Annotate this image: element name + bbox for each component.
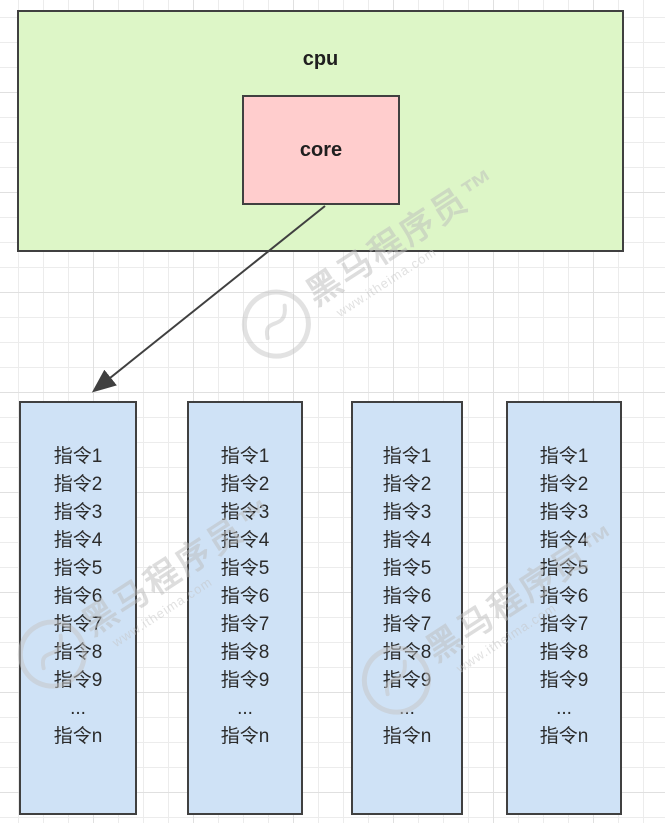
instruction-item: 指令5 <box>382 558 432 579</box>
instruction-item: 指令n <box>539 726 589 747</box>
instruction-item: 指令1 <box>382 446 432 467</box>
instruction-item: 指令7 <box>53 614 103 635</box>
watermark-logo-icon <box>241 289 311 359</box>
instruction-item: ... <box>399 698 415 719</box>
instruction-item: ... <box>70 698 86 719</box>
instruction-item: 指令4 <box>539 530 589 551</box>
instruction-item: 指令6 <box>220 586 270 607</box>
instruction-item: 指令1 <box>539 446 589 467</box>
instruction-item: 指令7 <box>539 614 589 635</box>
instruction-item: 指令4 <box>53 530 103 551</box>
instruction-item: 指令3 <box>53 502 103 523</box>
instruction-item: 指令5 <box>539 558 589 579</box>
instruction-item: 指令8 <box>220 642 270 663</box>
instruction-item: 指令9 <box>53 670 103 691</box>
instruction-item: 指令4 <box>220 530 270 551</box>
cpu-label: cpu <box>302 48 339 70</box>
instruction-item: 指令3 <box>382 502 432 523</box>
instruction-item: 指令8 <box>53 642 103 663</box>
instruction-item: 指令2 <box>382 474 432 495</box>
instruction-item: 指令9 <box>220 670 270 691</box>
instruction-item: 指令5 <box>53 558 103 579</box>
instruction-item: 指令n <box>220 726 270 747</box>
instruction-item: 指令3 <box>220 502 270 523</box>
instruction-item: 指令9 <box>382 670 432 691</box>
instruction-item: 指令1 <box>53 446 103 467</box>
instruction-item: 指令2 <box>53 474 103 495</box>
instruction-item: 指令2 <box>220 474 270 495</box>
instruction-column-3: 指令1 指令2 指令3 指令4 指令5 指令6 指令7 指令8 指令9... 指令n <box>351 401 463 815</box>
core-box: core <box>242 95 400 205</box>
instruction-column-4: 指令1 指令2 指令3 指令4 指令5 指令6 指令7 指令8 指令9... 指令n <box>506 401 622 815</box>
instruction-column-1: 指令1 指令2 指令3 指令4 指令5 指令6 指令7 指令8 指令9... 指令n <box>19 401 137 815</box>
instruction-item: 指令7 <box>382 614 432 635</box>
instruction-item: 指令n <box>53 726 103 747</box>
instruction-item: 指令3 <box>539 502 589 523</box>
instruction-item: 指令4 <box>382 530 432 551</box>
instruction-item: 指令9 <box>539 670 589 691</box>
instruction-item: ... <box>237 698 253 719</box>
instruction-item: 指令8 <box>539 642 589 663</box>
instruction-item: 指令5 <box>220 558 270 579</box>
instruction-item: 指令6 <box>539 586 589 607</box>
instruction-item: 指令6 <box>382 586 432 607</box>
instruction-column-2: 指令1 指令2 指令3 指令4 指令5 指令6 指令7 指令8 指令9... 指令n <box>187 401 303 815</box>
instruction-item: 指令1 <box>220 446 270 467</box>
core-label: core <box>299 138 343 161</box>
instruction-item: 指令n <box>382 726 432 747</box>
instruction-item: ... <box>556 698 572 719</box>
instruction-item: 指令7 <box>220 614 270 635</box>
watermark-url-text: www.itheima.com <box>333 244 440 320</box>
instruction-item: 指令6 <box>53 586 103 607</box>
instruction-item: 指令8 <box>382 642 432 663</box>
instruction-item: 指令2 <box>539 474 589 495</box>
